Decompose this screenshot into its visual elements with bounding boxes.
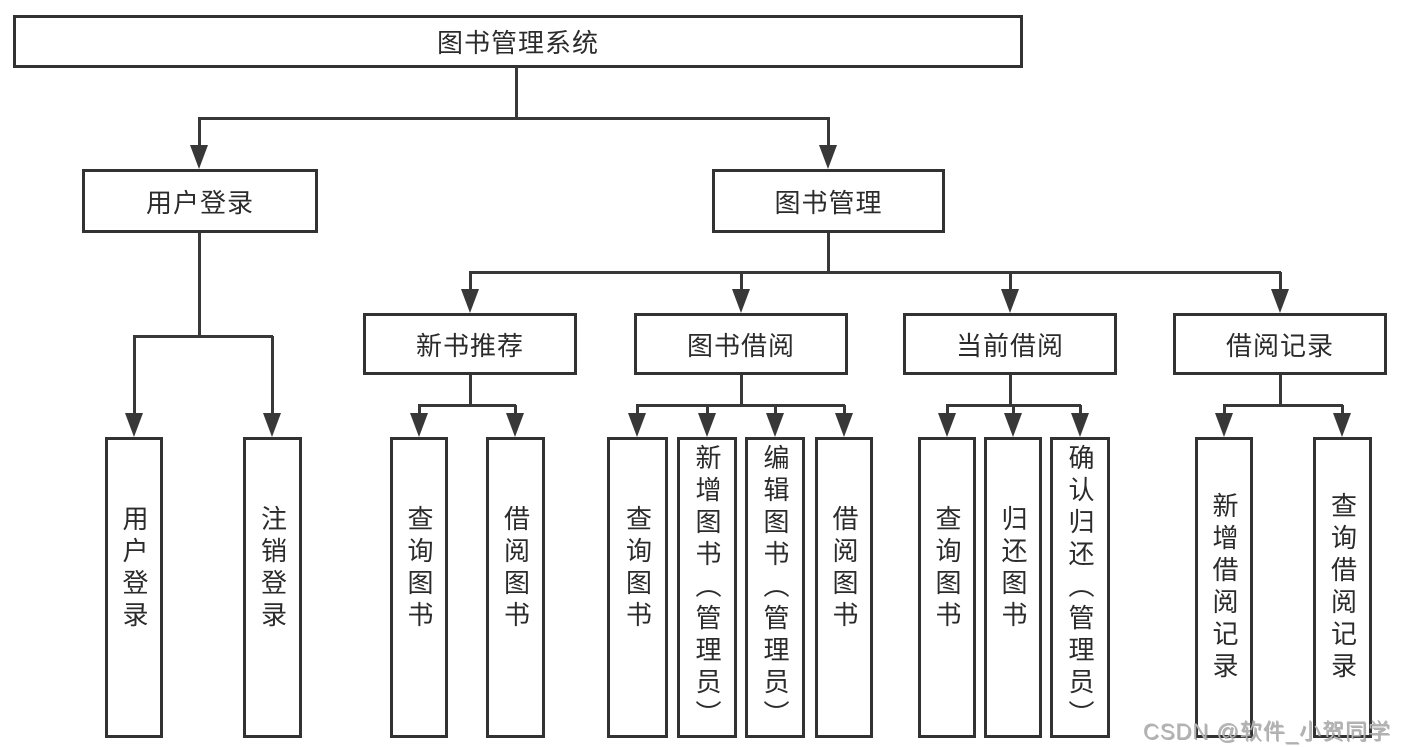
arrow-down-icon (819, 145, 837, 169)
connector-line (198, 116, 830, 120)
leaf-user-login: 用户登录 (105, 437, 163, 738)
leaf-label: 新增借阅记录 (1209, 491, 1239, 684)
connector-line (132, 336, 136, 416)
arrow-down-icon (1001, 289, 1019, 313)
connector-line (636, 403, 845, 407)
connector-line (417, 405, 421, 417)
leaf-label: 查询借阅记录 (1327, 491, 1358, 684)
connector-line (1008, 375, 1012, 406)
connector-line (469, 270, 1281, 274)
leaf-add-book-admin: 新增图书（管理员） (677, 437, 737, 738)
connector-line (270, 336, 274, 416)
leaf-borrow-book: 借阅图书 (815, 437, 873, 738)
connector-line (418, 403, 516, 407)
connector-line (197, 233, 201, 337)
connector-line (1011, 405, 1015, 417)
leaf-label: 借阅图书 (500, 504, 531, 633)
arrow-down-icon (410, 413, 428, 437)
arrow-down-icon (1215, 413, 1233, 437)
connector-line (842, 405, 846, 417)
connector-line (773, 405, 777, 417)
arrow-down-icon (732, 289, 750, 313)
connector-line (739, 375, 743, 406)
arrow-down-icon (190, 145, 208, 169)
connector-line (197, 118, 201, 150)
connector-line (1223, 403, 1343, 407)
arrow-down-icon (698, 413, 716, 437)
arrow-down-icon (835, 413, 853, 437)
leaf-label: 归还图书 (998, 504, 1028, 633)
leaf-label: 查询图书 (622, 504, 653, 633)
leaf-label: 确认归还（管理员） (1065, 443, 1095, 732)
leaf-edit-book-admin: 编辑图书（管理员） (745, 437, 805, 738)
arrow-down-icon (1333, 413, 1351, 437)
leaf-borrow-books-recommend: 借阅图书 (486, 437, 545, 738)
leaf-add-borrow-record: 新增借阅记录 (1195, 437, 1253, 738)
node-root-library-system: 图书管理系统 (13, 15, 1023, 68)
arrow-down-icon (938, 413, 956, 437)
connector-line (513, 405, 517, 417)
arrow-down-icon (1071, 413, 1089, 437)
arrow-down-icon (506, 413, 524, 437)
leaf-query-borrow-record: 查询借阅记录 (1313, 437, 1372, 738)
arrow-down-icon (461, 289, 479, 313)
connector-line (826, 118, 830, 150)
connector-line (468, 272, 472, 292)
connector-line (1222, 405, 1226, 417)
node-book-management: 图书管理 (712, 169, 945, 233)
node-current-borrow: 当前借阅 (903, 313, 1117, 375)
node-user-login: 用户登录 (82, 169, 318, 233)
arrow-down-icon (1271, 289, 1289, 313)
connector-line (1278, 375, 1282, 406)
connector-line (635, 405, 639, 417)
connector-line (705, 405, 709, 417)
leaf-query-books-current: 查询图书 (918, 437, 976, 738)
arrow-down-icon (766, 413, 784, 437)
connector-line (468, 375, 472, 406)
leaf-return-book: 归还图书 (984, 437, 1042, 738)
leaf-query-books-borrow: 查询图书 (607, 437, 668, 738)
leaf-confirm-return-admin: 确认归还（管理员） (1050, 437, 1110, 738)
connector-line (1278, 272, 1282, 292)
connector-line (1340, 405, 1344, 417)
arrow-down-icon (263, 413, 281, 437)
leaf-label: 新增图书（管理员） (692, 443, 722, 732)
leaf-logout-label: 注销登录 (257, 504, 288, 633)
arrow-down-icon (125, 413, 143, 437)
connector-line (133, 334, 273, 338)
node-book-borrow: 图书借阅 (634, 313, 848, 375)
node-new-book-recommend: 新书推荐 (363, 313, 577, 375)
leaf-label: 编辑图书（管理员） (760, 443, 790, 732)
leaf-query-books-recommend: 查询图书 (390, 437, 448, 738)
leaf-user-login-label: 用户登录 (119, 504, 149, 633)
arrow-down-icon (1004, 413, 1022, 437)
leaf-logout: 注销登录 (243, 437, 302, 738)
connector-line (514, 67, 518, 119)
watermark: CSDN @软件_小贺同学 (1142, 719, 1391, 744)
connector-line (1008, 272, 1012, 292)
connector-line (739, 272, 743, 292)
node-borrow-records: 借阅记录 (1173, 313, 1387, 375)
connector-line (826, 233, 830, 273)
leaf-label: 借阅图书 (829, 504, 859, 633)
leaf-label: 查询图书 (932, 504, 962, 633)
leaf-label: 查询图书 (404, 504, 434, 633)
arrow-down-icon (628, 413, 646, 437)
connector-line (945, 405, 949, 417)
connector-line (1078, 405, 1082, 417)
